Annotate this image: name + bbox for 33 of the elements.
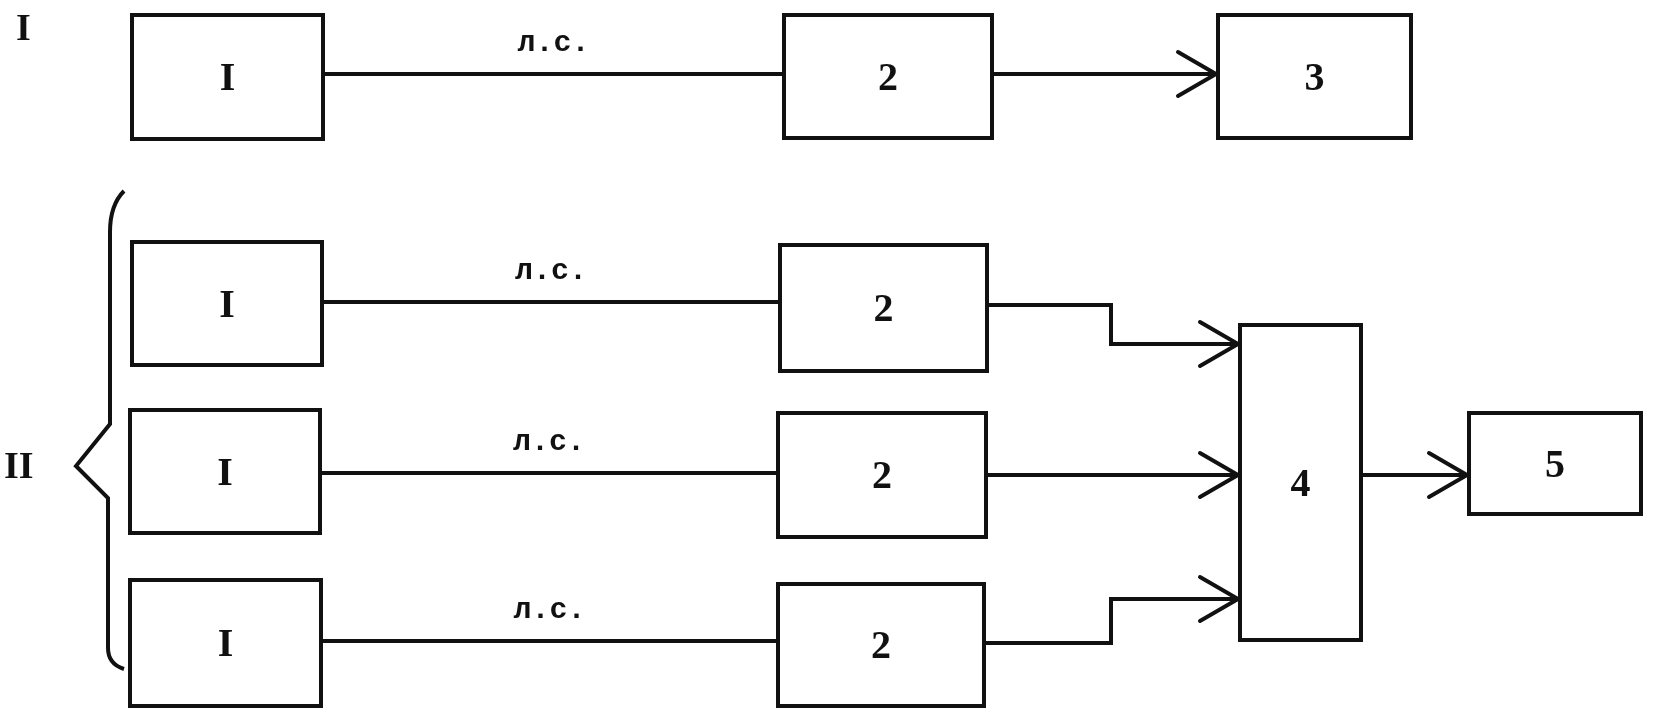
box-label: 2 (878, 56, 898, 97)
box-label: 5 (1545, 443, 1565, 484)
box-label: 3 (1304, 56, 1325, 97)
box-label: 2 (873, 288, 894, 328)
group-label: I (16, 8, 31, 46)
connector-line (324, 300, 778, 304)
connector-line (322, 471, 776, 475)
process-box (1467, 411, 1643, 516)
box-label: I (217, 623, 234, 663)
process-box (1238, 323, 1363, 642)
group-label: II (4, 446, 34, 484)
box-label: I (219, 283, 235, 324)
process-box (782, 13, 994, 140)
arrow (1363, 451, 1469, 499)
process-box (778, 243, 989, 373)
arrow (989, 303, 1240, 368)
box-label: 4 (1290, 462, 1311, 503)
arrow (994, 50, 1218, 98)
process-box (1216, 13, 1413, 140)
process-box (130, 240, 324, 367)
box-label: 2 (871, 625, 891, 665)
box-label: I (219, 57, 236, 97)
box-label: I (217, 451, 233, 492)
process-box (128, 408, 322, 535)
process-box (130, 13, 325, 141)
process-box (776, 582, 986, 708)
box-label: 2 (872, 455, 892, 495)
process-box (128, 578, 323, 708)
connector-line (323, 639, 776, 643)
arrow (988, 451, 1240, 499)
connector-line (325, 72, 782, 76)
process-box (776, 411, 988, 539)
arrow (986, 575, 1240, 645)
